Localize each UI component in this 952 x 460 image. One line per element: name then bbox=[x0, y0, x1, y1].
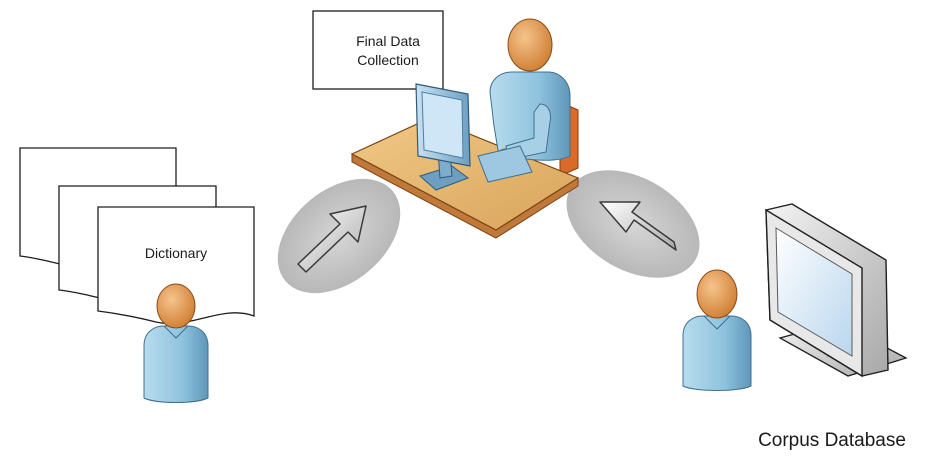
person-icon bbox=[682, 269, 752, 391]
person-head bbox=[156, 283, 196, 329]
person-head bbox=[696, 269, 738, 319]
arrow-to-center-left bbox=[277, 178, 401, 294]
person-collar bbox=[703, 315, 731, 330]
monitor-icon bbox=[415, 83, 471, 191]
final-box-line2: Collection bbox=[357, 52, 418, 68]
person-icon bbox=[143, 283, 209, 403]
person-body bbox=[143, 325, 209, 403]
keyboard bbox=[477, 145, 533, 183]
monitor-screen bbox=[775, 227, 853, 357]
person-head bbox=[507, 18, 553, 72]
ellipse-backdrop bbox=[566, 170, 700, 278]
arrow-up-right-icon bbox=[297, 205, 367, 273]
final-data-collection-box bbox=[312, 10, 444, 90]
document-stack-icon bbox=[19, 147, 255, 325]
dictionary-label: Dictionary bbox=[145, 245, 207, 261]
person-at-desk-icon bbox=[350, 18, 580, 239]
monitor-icon bbox=[765, 203, 908, 378]
person-collar bbox=[163, 325, 189, 339]
monitor-screen bbox=[421, 91, 464, 159]
desk-top bbox=[350, 117, 580, 231]
corpus-database-label: Corpus Database bbox=[758, 430, 906, 451]
final-box-line1: Final Data bbox=[356, 33, 420, 49]
arrow-to-center-right bbox=[566, 170, 700, 278]
arrow-up-left-icon bbox=[599, 201, 677, 251]
person-arm bbox=[505, 103, 551, 161]
person-body bbox=[682, 315, 752, 391]
